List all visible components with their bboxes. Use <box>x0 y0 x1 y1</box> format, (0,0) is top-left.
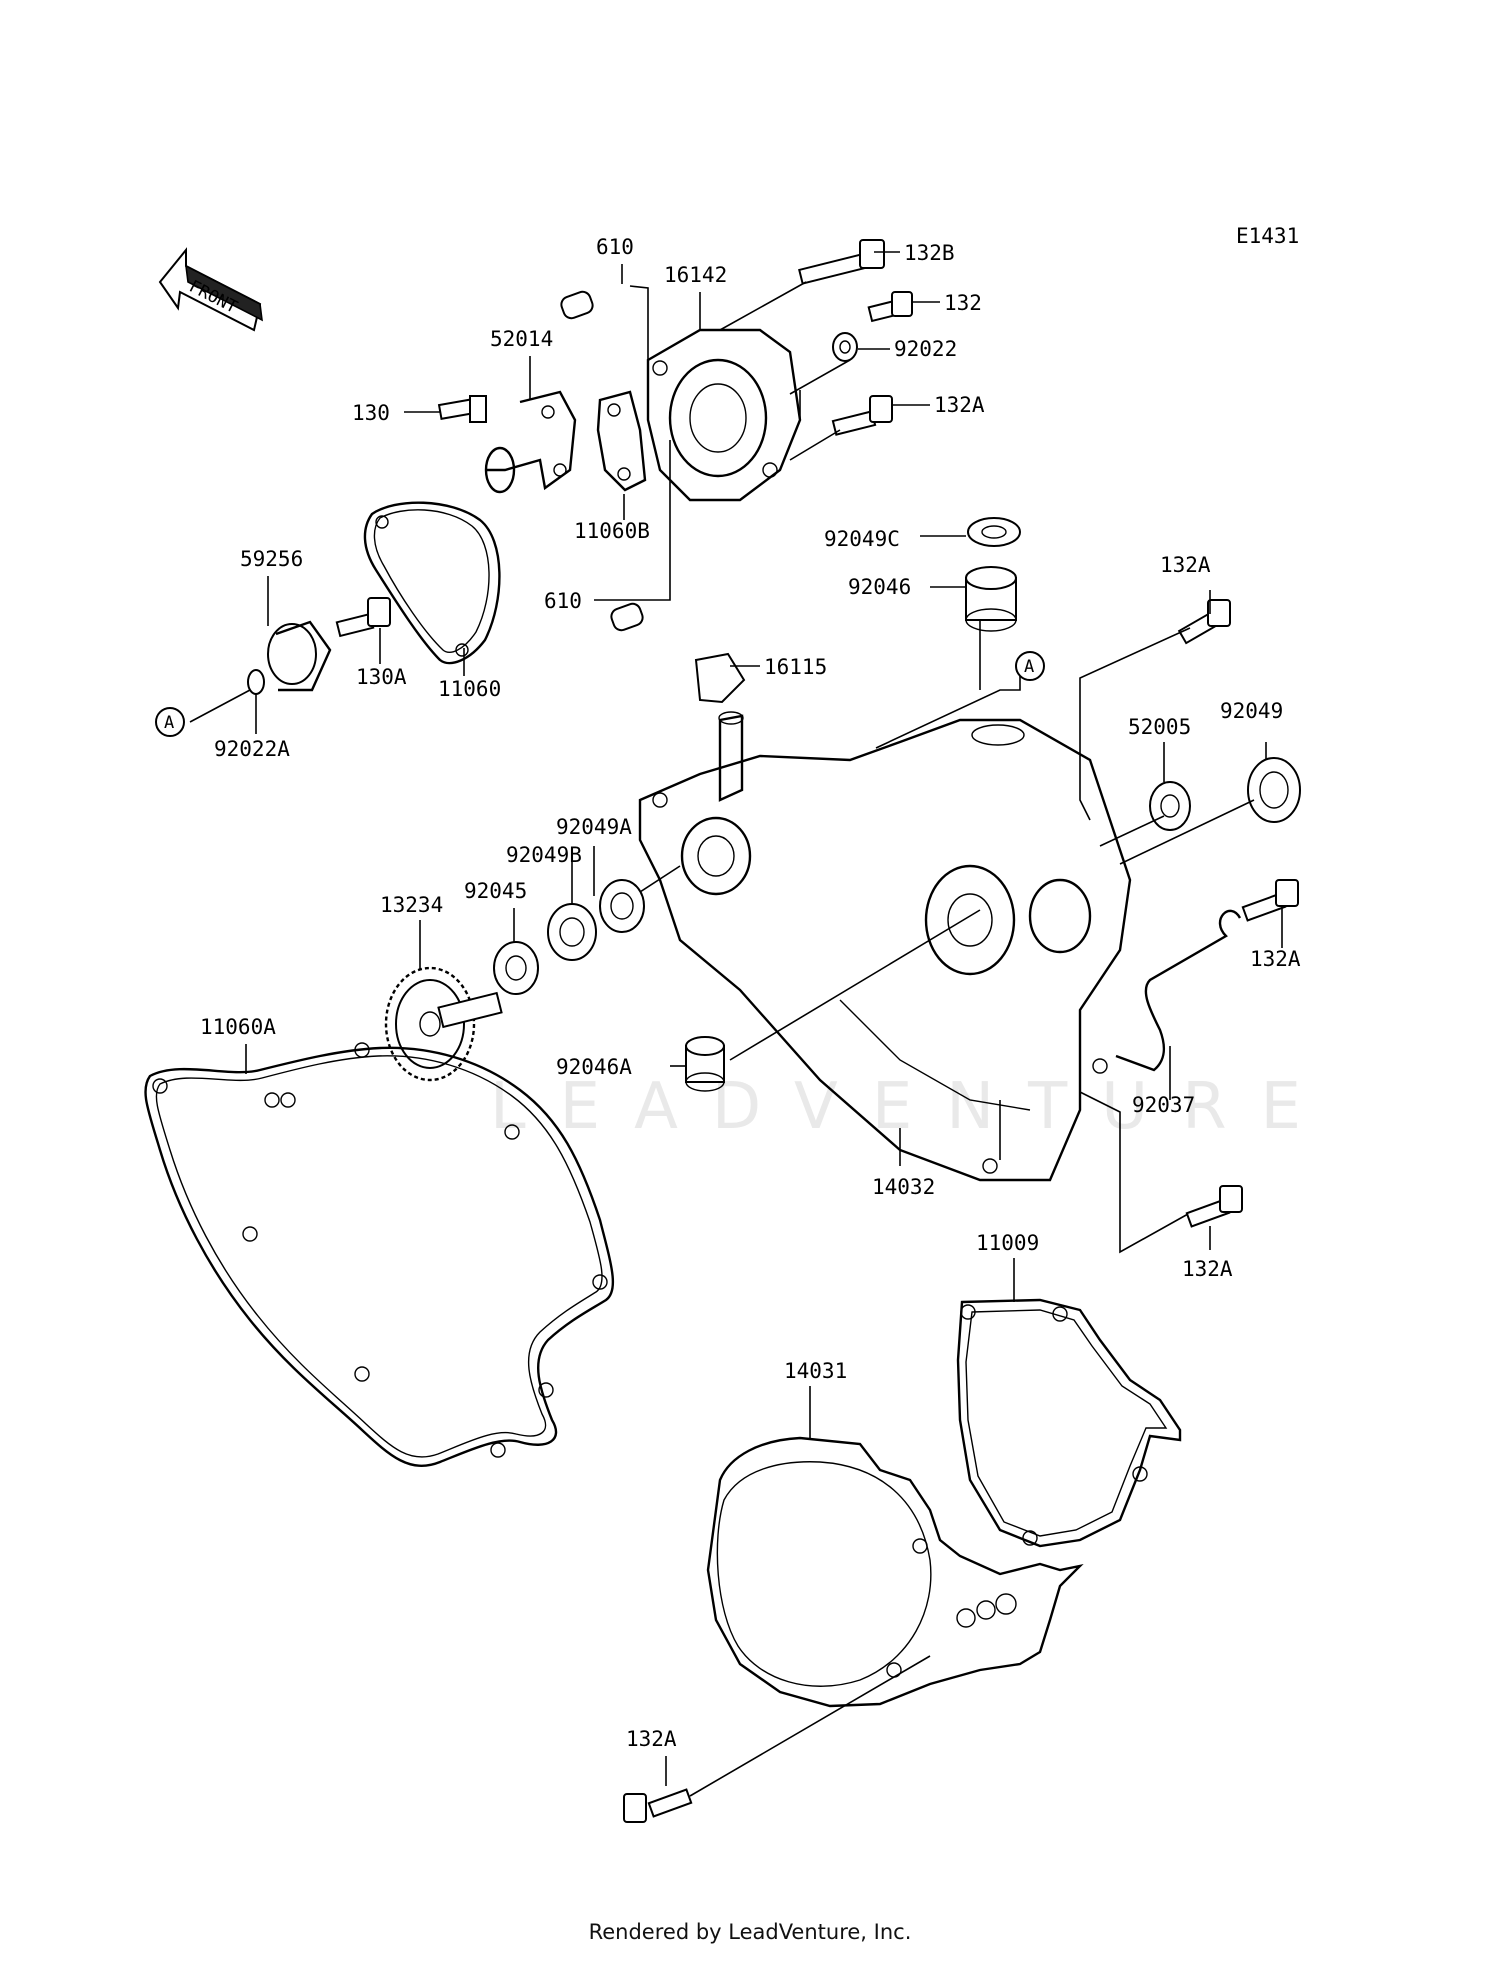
generator-cover <box>706 1436 1084 1708</box>
part-labels: 610 16142 132B 132 92022 52014 130 132A … <box>200 235 1301 1751</box>
callout-a-right: A <box>1015 651 1045 681</box>
plug-16115 <box>694 652 746 704</box>
part-label: 132A <box>1182 1257 1233 1281</box>
part-label: 92022A <box>214 737 290 761</box>
dowel-pin-upper <box>560 290 594 320</box>
part-label: 132B <box>904 241 955 265</box>
bearing-52005 <box>1149 781 1191 831</box>
front-arrow-icon: FRONT <box>158 247 263 332</box>
part-label: 11060 <box>438 677 501 701</box>
bolt-132a-pump <box>831 395 893 436</box>
part-label: 132A <box>1160 553 1211 577</box>
part-label: 92045 <box>464 879 527 903</box>
part-label: 92049C <box>824 527 900 551</box>
part-label: 92049A <box>556 815 632 839</box>
watermark-text: LEADVENTURE <box>490 1070 1335 1144</box>
footer-credit: Rendered by LeadVenture, Inc. <box>588 1920 912 1944</box>
part-label: 16142 <box>664 263 727 287</box>
bolt-132a-top-right <box>1177 599 1231 645</box>
part-label: 11060A <box>200 1015 276 1039</box>
part-label: 610 <box>596 235 634 259</box>
dowel-pin-lower <box>610 602 644 632</box>
part-label: 52005 <box>1128 715 1191 739</box>
part-label: 52014 <box>490 327 553 351</box>
part-label: 59256 <box>240 547 303 571</box>
bearing-92045 <box>493 941 539 995</box>
part-label: 11060B <box>574 519 650 543</box>
gasket-11060b <box>596 390 647 492</box>
washer-92022a <box>247 669 265 695</box>
water-pipe <box>484 390 577 494</box>
part-label: 132A <box>934 393 985 417</box>
part-label: 130 <box>352 401 390 425</box>
diagram-code: E1431 <box>1236 224 1299 248</box>
part-label: 13234 <box>380 893 443 917</box>
bearing-92046 <box>965 566 1017 632</box>
impeller <box>267 620 332 692</box>
part-label: 92022 <box>894 337 957 361</box>
washer-92022 <box>832 332 858 362</box>
part-label: 132A <box>1250 947 1301 971</box>
gasket-11060a <box>144 1042 615 1467</box>
part-label: 92046A <box>556 1055 632 1079</box>
part-label: 92046 <box>848 575 911 599</box>
part-label: 130A <box>356 665 407 689</box>
seal-92049 <box>1247 757 1301 823</box>
part-label: 11009 <box>976 1231 1039 1255</box>
bolt-132 <box>867 291 913 323</box>
clamp-92037 <box>1115 909 1242 1072</box>
callout-a-right-letter: A <box>1024 657 1034 677</box>
bolt-130 <box>437 395 487 423</box>
gasket-11009 <box>956 1298 1182 1548</box>
seal-92049b <box>547 903 597 961</box>
gear-13234 <box>384 966 503 1082</box>
part-label: 132 <box>944 291 982 315</box>
callout-a-left-letter: A <box>164 713 174 733</box>
bolt-130a <box>335 597 391 638</box>
bolt-132b <box>798 239 885 285</box>
gasket-11060 <box>363 501 501 665</box>
part-label: 610 <box>544 589 582 613</box>
part-label: 92049 <box>1220 699 1283 723</box>
callout-a-left: A <box>155 707 185 737</box>
part-label: 92049B <box>506 843 582 867</box>
part-label: 132A <box>626 1727 677 1751</box>
part-label: 14032 <box>872 1175 935 1199</box>
leader-lines <box>189 251 1283 1797</box>
part-label: 16115 <box>764 655 827 679</box>
bearing-92046a <box>685 1036 725 1092</box>
bolt-132a-bottom <box>623 1788 693 1823</box>
bolt-132a-lower-right <box>1185 1185 1243 1228</box>
pump-cover <box>646 328 802 502</box>
bolt-132a-right <box>1241 879 1299 922</box>
part-label: 14031 <box>784 1359 847 1383</box>
seal-92049c <box>967 517 1021 547</box>
seal-92049a <box>599 879 645 933</box>
part-label: 92037 <box>1132 1093 1195 1117</box>
